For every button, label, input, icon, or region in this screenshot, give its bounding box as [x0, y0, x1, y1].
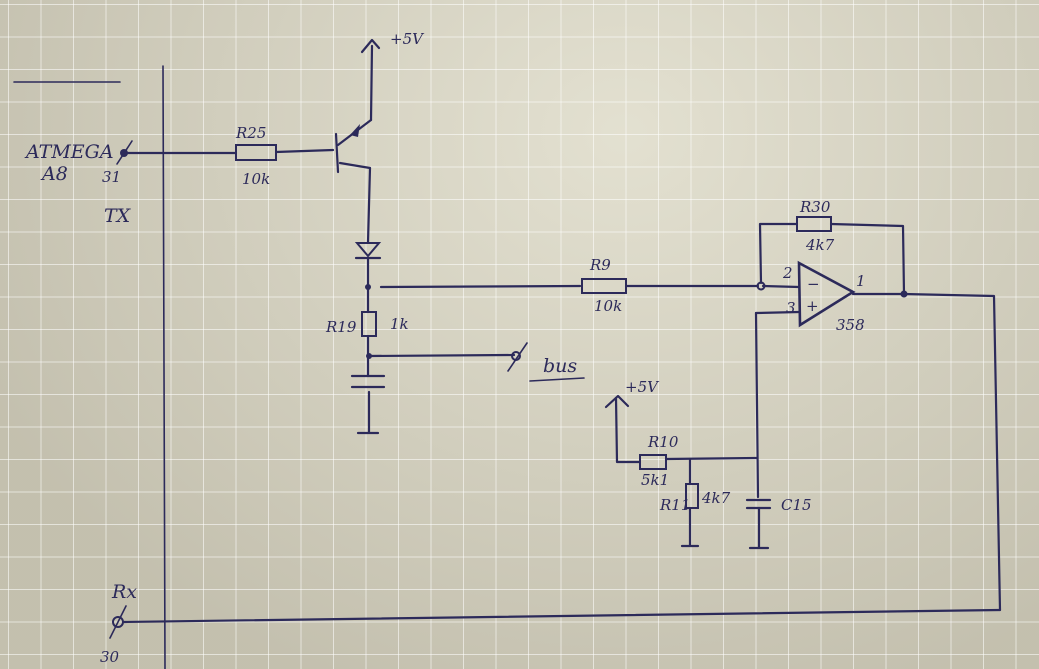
rx-terminal — [109, 605, 127, 639]
r11-ref: R11 — [659, 496, 690, 514]
bus-terminal — [507, 342, 528, 372]
wire-noninv-down — [754, 311, 760, 499]
wire-feedback-right — [829, 222, 906, 296]
tx-label: TX — [104, 205, 132, 227]
resistor-r25: R25 10k — [235, 124, 277, 188]
tx-terminal — [116, 140, 133, 165]
tx-pin-number: 31 — [102, 168, 121, 186]
wire-to-bus — [367, 353, 516, 358]
r9-ref: R9 — [589, 256, 611, 274]
junction-node-r9 — [365, 284, 371, 290]
resistor-r30: R30 4k7 — [796, 198, 835, 254]
r9-value: 10k — [594, 297, 622, 315]
bus-underline — [529, 377, 585, 382]
capacitor-lower — [350, 374, 386, 389]
r19-ref: R19 — [325, 318, 357, 336]
c15-ref: C15 — [781, 496, 812, 514]
wire-noninv-input — [754, 310, 801, 315]
r30-value: 4k7 — [805, 236, 835, 254]
wire-r25-to-base — [274, 148, 335, 154]
arrow-plus5v-bias — [604, 394, 630, 409]
opamp-part-label: 358 — [836, 316, 865, 334]
mcu-subname-label: A8 — [40, 163, 68, 185]
resistor-r19: R19 1k — [325, 311, 409, 337]
resistor-r9: R9 10k — [581, 256, 627, 315]
opamp-pin-2: 2 — [782, 264, 793, 282]
resistor-r10: R10 5k1 — [639, 433, 679, 489]
opamp-pin-1: 1 — [856, 272, 866, 290]
ground-r11 — [680, 506, 700, 548]
r10-ref: R10 — [647, 433, 679, 451]
ground-c15 — [748, 506, 770, 550]
wire-output-to-rx — [122, 608, 1002, 624]
supply-bias-label: +5V — [625, 378, 660, 396]
capacitor-c15: C15 — [745, 496, 812, 514]
transistor-pnp — [334, 118, 373, 174]
wire-output — [851, 292, 1002, 612]
opamp-plus: + — [806, 297, 819, 315]
r25-ref: R25 — [235, 124, 266, 142]
r19-value: 1k — [390, 315, 409, 333]
diode — [354, 242, 382, 260]
r30-ref: R30 — [799, 198, 831, 216]
margin-vertical-line — [162, 65, 166, 669]
wire-node-to-r9 — [379, 284, 582, 289]
wire-feedback-left — [758, 222, 799, 285]
r11-value: 4k7 — [701, 489, 731, 507]
opamp-pin-3: 3 — [786, 299, 796, 317]
wire-r10-to-node — [664, 456, 759, 461]
opamp-358: 2 3 1 − + 358 — [782, 260, 866, 334]
wire-inv-input — [761, 284, 801, 289]
junction-output — [900, 290, 908, 298]
r25-value: 10k — [242, 170, 270, 188]
rx-label: Rx — [111, 581, 137, 603]
opamp-minus: − — [807, 275, 820, 293]
rx-pin-number: 30 — [100, 648, 120, 666]
supply-top-label: +5V — [390, 30, 425, 48]
wire-plus5v-bias — [614, 396, 642, 464]
mcu-name-label: ATMEGA — [24, 141, 114, 163]
wire-to-plus5v-top — [360, 38, 381, 122]
resistor-r11: R11 4k7 — [659, 483, 731, 514]
bus-label: bus — [543, 355, 577, 377]
wire-collector-to-diode — [366, 166, 372, 244]
r10-value: 5k1 — [641, 471, 669, 489]
